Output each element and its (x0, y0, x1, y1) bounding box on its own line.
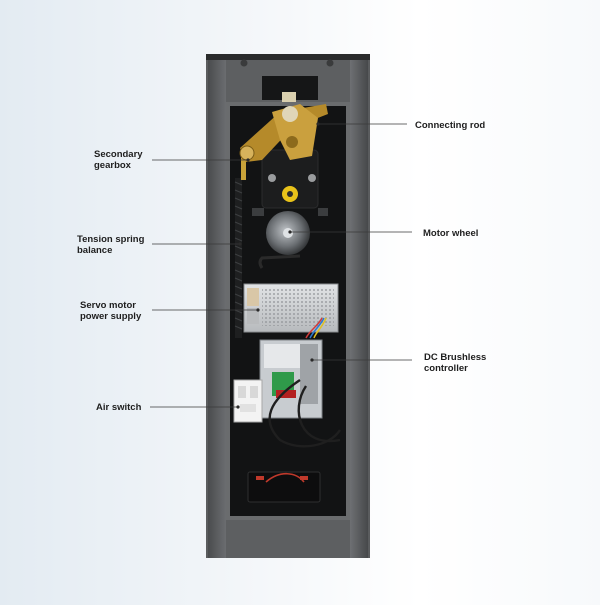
battery (247, 471, 321, 503)
power-supply (243, 254, 339, 333)
dc-controller (259, 317, 342, 448)
label-motor-wheel: Motor wheel (423, 228, 479, 239)
tension-spring (234, 152, 246, 338)
gearbox-assembly (239, 92, 328, 209)
label-secondary-gearbox: Secondary gearbox (94, 149, 143, 171)
label-dc-controller: DC Brushless controller (424, 352, 487, 374)
air-switch (233, 379, 263, 423)
leader-lines (150, 122, 412, 409)
label-air-switch: Air switch (96, 402, 142, 413)
label-connecting-rod: Connecting rod (415, 120, 486, 131)
label-servo-power-supply: Servo motor power supply (80, 300, 142, 322)
label-tension-spring: Tension spring balance (77, 234, 145, 256)
